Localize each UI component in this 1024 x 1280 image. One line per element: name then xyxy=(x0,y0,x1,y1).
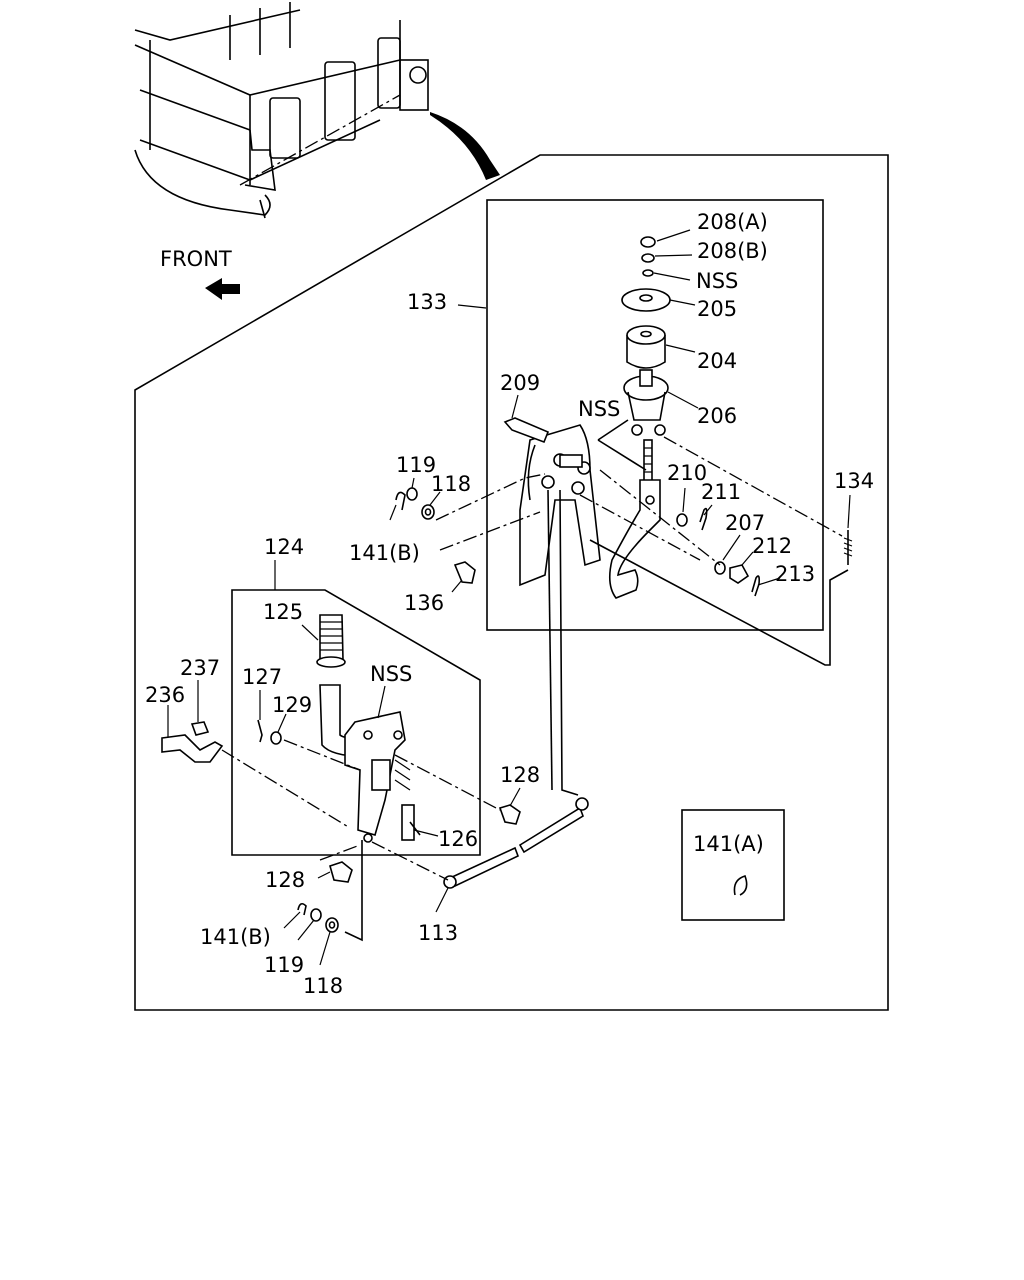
callout-237: 237 xyxy=(180,656,220,680)
callout-nss-lower: NSS xyxy=(370,662,412,686)
callout-128-right: 128 xyxy=(500,763,540,787)
front-arrow-icon xyxy=(205,278,240,300)
callout-207: 207 xyxy=(725,511,765,535)
callout-124: 124 xyxy=(264,535,304,559)
callout-127: 127 xyxy=(242,665,282,689)
callout-134: 134 xyxy=(834,469,874,493)
callout-204: 204 xyxy=(697,349,737,373)
cab-overview-illustration xyxy=(134,2,500,219)
callout-119-lower: 119 xyxy=(264,953,304,977)
callout-126: 126 xyxy=(438,827,478,851)
callout-141b-lower: 141(B) xyxy=(200,925,271,949)
callout-128-left: 128 xyxy=(265,868,305,892)
callout-206: 206 xyxy=(697,404,737,428)
callout-118-lower: 118 xyxy=(303,974,343,998)
callout-nss-top: NSS xyxy=(696,269,738,293)
callout-213: 213 xyxy=(775,562,815,586)
callout-208a: 208(A) xyxy=(697,210,768,234)
callout-212: 212 xyxy=(752,534,792,558)
callout-205: 205 xyxy=(697,297,737,321)
callout-236: 236 xyxy=(145,683,185,707)
callout-211: 211 xyxy=(701,480,741,504)
callout-129: 129 xyxy=(272,693,312,717)
callout-141a: 141(A) xyxy=(693,832,764,856)
subassembly-124-frame xyxy=(231,589,481,856)
main-frame-outline xyxy=(134,154,889,1011)
part-141a-box xyxy=(681,809,785,921)
callout-125: 125 xyxy=(263,600,303,624)
callout-141b-upper: 141(B) xyxy=(349,541,420,565)
subassembly-133-frame xyxy=(486,199,824,631)
callout-119-upper: 119 xyxy=(396,453,436,477)
callout-208b: 208(B) xyxy=(697,239,768,263)
callout-nss-mid: NSS xyxy=(578,397,620,421)
callout-210: 210 xyxy=(667,461,707,485)
callout-118-upper: 118 xyxy=(431,472,471,496)
callout-133: 133 xyxy=(407,290,447,314)
callout-113: 113 xyxy=(418,921,458,945)
callout-136: 136 xyxy=(404,591,444,615)
front-direction-label: FRONT xyxy=(160,247,232,271)
callout-209: 209 xyxy=(500,371,540,395)
